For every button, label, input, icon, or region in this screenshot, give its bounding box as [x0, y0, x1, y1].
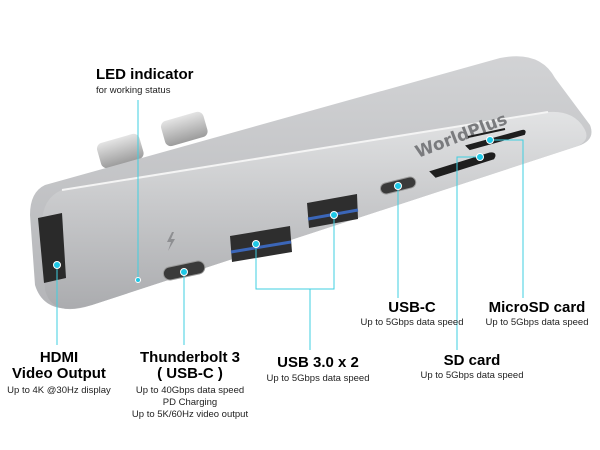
- hdmi-dot: [53, 261, 61, 269]
- led-title: LED indicator: [96, 66, 194, 83]
- usb3-title: USB 3.0 x 2: [277, 354, 359, 371]
- usb-c-dot: [394, 182, 402, 190]
- usb-a-dot-1: [252, 240, 260, 248]
- callout-dots: [53, 136, 494, 283]
- hdmi-desc: Up to 4K @30Hz display: [7, 385, 111, 396]
- callout-lines: [56, 100, 524, 350]
- callout-led: LED indicator for working status: [96, 66, 194, 96]
- thunderbolt-dot: [180, 268, 188, 276]
- usbc-title: USB-C: [388, 299, 436, 316]
- microsd-title: MicroSD card: [489, 299, 586, 316]
- callout-hdmi: HDMI Video Output Up to 4K @30Hz display: [7, 349, 111, 396]
- usbc-desc: Up to 5Gbps data speed: [361, 317, 464, 328]
- usb-a-port-1: [230, 226, 292, 262]
- thunderbolt-title-2: ( USB-C ): [157, 365, 223, 382]
- callout-thunderbolt: Thunderbolt 3 ( USB-C ) Up to 40Gbps dat…: [132, 349, 249, 420]
- sd-desc: Up to 5Gbps data speed: [421, 370, 524, 381]
- usb-c-plugs: [96, 111, 208, 169]
- microsd-dot: [486, 136, 494, 144]
- usb3-desc: Up to 5Gbps data speed: [267, 373, 370, 384]
- thunderbolt-desc-2: PD Charging: [163, 397, 217, 408]
- usb-a-dot-2: [330, 211, 338, 219]
- led-dot: [135, 277, 141, 283]
- usb-a-port-2: [307, 194, 358, 228]
- microsd-desc: Up to 5Gbps data speed: [486, 317, 589, 328]
- hdmi-title-2: Video Output: [12, 365, 106, 382]
- callout-sd: SD card Up to 5Gbps data speed: [421, 352, 524, 381]
- lightning-icon: [167, 232, 175, 251]
- callout-usb3: USB 3.0 x 2 Up to 5Gbps data speed: [267, 354, 370, 384]
- thunderbolt-desc-3: Up to 5K/60Hz video output: [132, 409, 249, 420]
- thunderbolt-desc-1: Up to 40Gbps data speed: [136, 385, 244, 396]
- sd-dot: [476, 153, 484, 161]
- hdmi-title-1: HDMI: [40, 349, 78, 366]
- callout-usbc: USB-C Up to 5Gbps data speed: [361, 299, 464, 328]
- thunderbolt-title-1: Thunderbolt 3: [140, 349, 240, 366]
- led-desc: for working status: [96, 85, 171, 96]
- callout-microsd: MicroSD card Up to 5Gbps data speed: [486, 299, 589, 328]
- sd-title: SD card: [444, 352, 501, 369]
